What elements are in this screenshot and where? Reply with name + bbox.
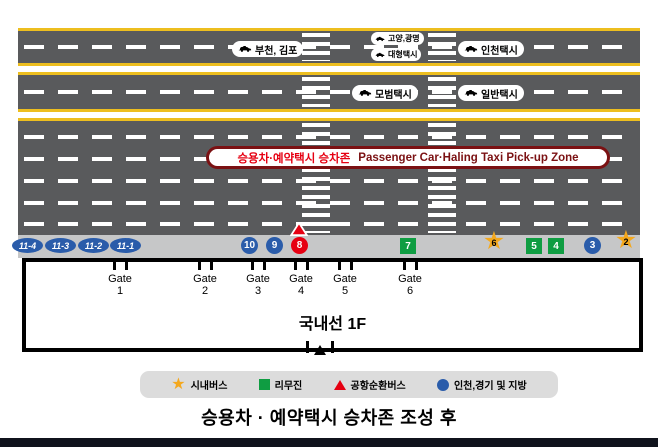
gate-word: Gate xyxy=(108,273,132,285)
stop-badge-11-1: 11-1 xyxy=(110,238,141,253)
taxi-icon xyxy=(375,36,385,41)
legend-item-limousine: 리무진 xyxy=(258,377,303,392)
square-icon xyxy=(258,379,270,390)
legend-item-circulation-bus: 공항순환버스 xyxy=(333,377,406,392)
diagram-title: 승용차 · 예약택시 승차존 조성 후 xyxy=(201,408,457,428)
gate-word: Gate xyxy=(398,273,422,285)
stop-badge-4: 4 xyxy=(548,238,564,254)
legend-label: 인천,경기 및 지방 xyxy=(453,381,527,392)
sidewalk-strip xyxy=(18,235,640,258)
gate-word: Gate xyxy=(289,273,313,285)
gate-door-ticks xyxy=(236,262,280,270)
taxi-icon xyxy=(238,45,252,52)
stop-number: 2 xyxy=(623,237,629,247)
terminal-entrance-marker xyxy=(304,339,336,361)
stop-number: 6 xyxy=(491,238,497,248)
gate-door-ticks xyxy=(323,262,367,270)
gate-door-ticks xyxy=(279,262,323,270)
road-band-upper xyxy=(18,28,640,66)
stop-badge-8: 8 xyxy=(291,237,308,254)
label-large-taxi: 대형택시 xyxy=(371,48,422,61)
label-bucheon-gimpo: 부천, 김포 xyxy=(232,41,304,57)
entrance-arrow-icon xyxy=(314,345,326,355)
crosswalk-column-left xyxy=(302,123,330,233)
gate-2: Gate 2 xyxy=(183,262,227,297)
stop-badge-2: ★ 2 xyxy=(613,226,639,255)
pill-text: 인천택시 xyxy=(481,45,518,57)
crosswalk-column-left xyxy=(302,33,330,61)
pill-text: 모범택시 xyxy=(375,89,412,101)
taxi-icon xyxy=(375,52,385,57)
label-incheon-taxi: 인천택시 xyxy=(458,41,524,57)
gate-number: 5 xyxy=(341,285,349,297)
legend-label: 시내버스 xyxy=(190,381,228,392)
banner-english-text: Passenger Car·Haling Taxi Pick-up Zone xyxy=(358,151,579,164)
legend-label: 리무진 xyxy=(274,381,303,392)
taxi-icon xyxy=(464,45,478,52)
label-regular-taxi: 일반택시 xyxy=(458,85,524,101)
stop-badge-9: 9 xyxy=(266,237,283,254)
label-deluxe-taxi: 모범택시 xyxy=(352,85,418,101)
stop-badge-6: ★ 6 xyxy=(481,227,507,256)
gate-word: Gate xyxy=(333,273,357,285)
gate-number: 6 xyxy=(406,285,414,297)
stop-badge-5: 5 xyxy=(526,238,542,254)
stop-badge-11-4: 11-4 xyxy=(12,238,43,253)
crosswalk-column-right xyxy=(428,33,456,61)
taxi-icon xyxy=(358,89,372,96)
gate-6: Gate 6 xyxy=(388,262,432,297)
stop-badge-7: 7 xyxy=(400,238,416,254)
gate-word: Gate xyxy=(193,273,217,285)
terminal-building: Gate 1 Gate 2 Gate 3 Gate 4 Gate 5 Gate … xyxy=(22,258,643,352)
terminal-name: 국내선 1F xyxy=(298,316,367,333)
gate-number: 3 xyxy=(254,285,262,297)
gate-5: Gate 5 xyxy=(323,262,367,297)
banner-korean-text: 승용차·예약택시 승차존 xyxy=(237,152,351,165)
pill-text: 일반택시 xyxy=(481,89,518,101)
gate-number: 2 xyxy=(201,285,209,297)
stop-badge-11-2: 11-2 xyxy=(78,238,109,253)
gate-number: 1 xyxy=(116,285,124,297)
road-band-lower xyxy=(18,118,640,235)
pill-text: 대형택시 xyxy=(388,50,418,59)
pill-text: 고양,광명 xyxy=(388,34,420,43)
legend-item-incheon-gyeonggi: 인천,경기 및 지방 xyxy=(436,377,527,392)
crosswalk-column-right xyxy=(428,123,456,233)
crosswalk-column-right xyxy=(428,77,456,107)
gate-word: Gate xyxy=(246,273,270,285)
pickup-zone-banner: 승용차·예약택시 승차존 Passenger Car·Haling Taxi P… xyxy=(206,146,610,169)
legend-item-city-bus: ★ 시내버스 xyxy=(171,375,228,393)
gate-1: Gate 1 xyxy=(98,262,142,297)
star-icon: ★ xyxy=(614,226,638,254)
gate-door-ticks xyxy=(183,262,227,270)
label-goyang-gwangmyeong: 고양,광명 xyxy=(371,32,424,45)
stop-badge-3: 3 xyxy=(584,237,601,254)
bottom-border-bar xyxy=(0,438,658,447)
stop-badge-10: 10 xyxy=(241,237,258,254)
gate-door-ticks xyxy=(98,262,142,270)
gate-4: Gate 4 xyxy=(279,262,323,297)
gate-3: Gate 3 xyxy=(236,262,280,297)
circulation-bus-triangle-icon xyxy=(289,221,309,241)
triangle-icon xyxy=(333,379,346,390)
legend-label: 공항순환버스 xyxy=(350,381,406,392)
stop-badge-11-3: 11-3 xyxy=(45,238,76,253)
star-icon: ★ xyxy=(171,375,186,393)
pill-text: 부천, 김포 xyxy=(255,45,298,57)
gate-door-ticks xyxy=(388,262,432,270)
legend: ★ 시내버스 리무진 공항순환버스 인천,경기 및 지방 xyxy=(140,371,558,398)
star-icon: ★ xyxy=(482,227,506,255)
circle-icon xyxy=(436,378,449,391)
entrance-tick xyxy=(306,341,309,353)
entrance-tick xyxy=(331,341,334,353)
gate-number: 4 xyxy=(297,285,305,297)
crosswalk-column-left xyxy=(302,77,330,107)
taxi-icon xyxy=(464,89,478,96)
road-band-middle xyxy=(18,72,640,112)
